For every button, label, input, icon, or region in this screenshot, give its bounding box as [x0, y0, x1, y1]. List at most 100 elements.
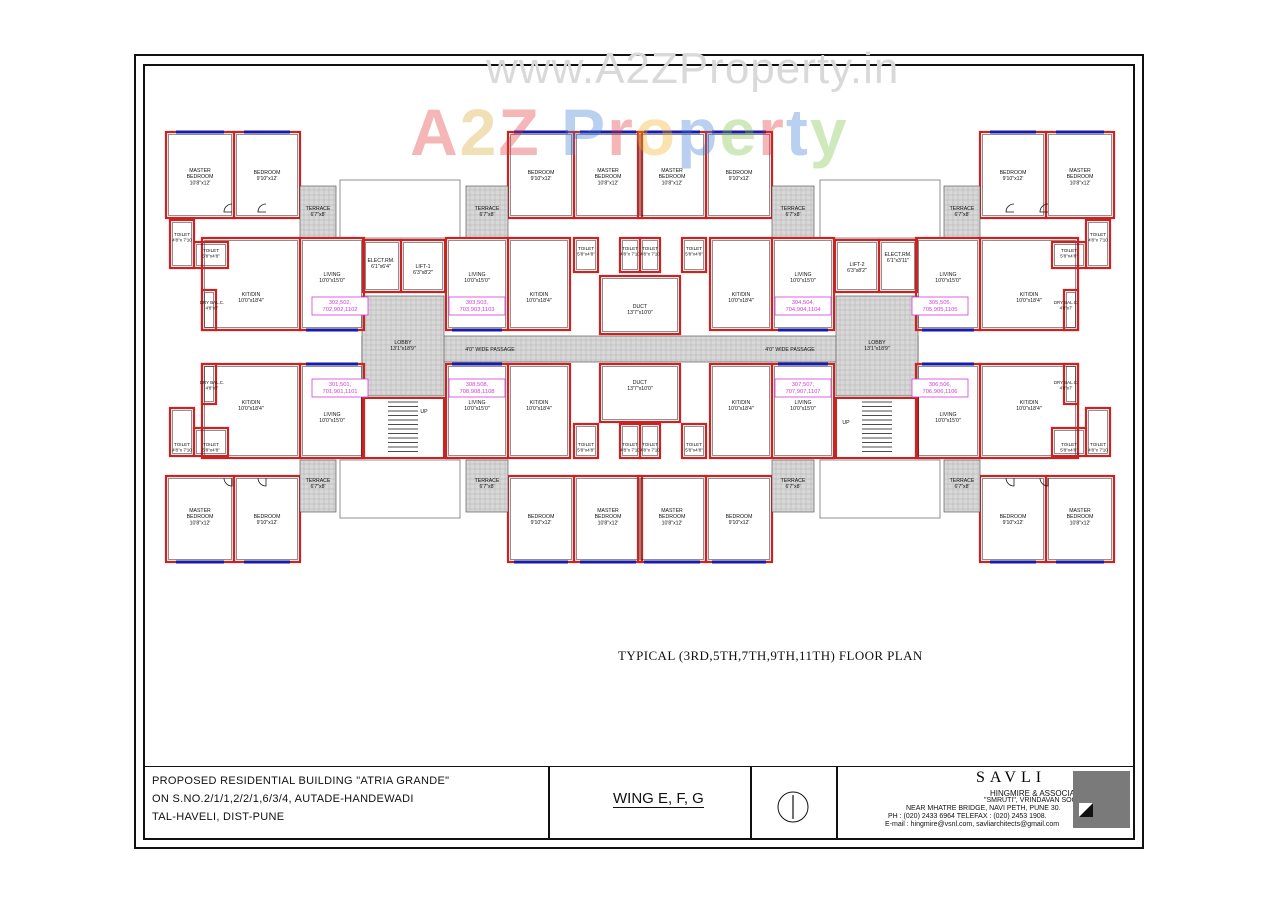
toilet: [168, 218, 196, 270]
room-inner-line: [510, 134, 572, 216]
room-inner-line: [448, 366, 506, 456]
project-line-1: PROPOSED RESIDENTIAL BUILDING "ATRIA GRA…: [152, 775, 450, 787]
unit-number-box: [311, 296, 369, 316]
door-swing: [257, 477, 267, 487]
room-inner-line: [448, 240, 506, 328]
watermark-logo: A2Z Property: [410, 95, 849, 169]
room-inner-line: [837, 242, 877, 290]
stair-right: [835, 397, 919, 459]
wing-box: [549, 766, 751, 840]
living-room: [914, 362, 982, 460]
room-inner-line: [881, 242, 915, 290]
room-inner-line: [302, 240, 362, 328]
open-well: [819, 179, 941, 239]
room-inner-line: [196, 244, 226, 266]
stair-left: [361, 397, 445, 459]
unit-number-box: [911, 378, 969, 398]
duct-lower: [598, 362, 682, 424]
stair-up-label-right: UP: [842, 420, 850, 426]
door-swing: [223, 203, 233, 213]
passage-label-right: 4'0" WIDE PASSAGE: [765, 347, 815, 353]
room-inner-line: [1054, 430, 1084, 454]
open-well: [339, 179, 461, 239]
room-inner-line: [684, 240, 704, 270]
unit-number: 304,504,704,904,1104: [785, 300, 821, 313]
kitchen-dining: [506, 362, 572, 460]
room-inner-line: [510, 366, 568, 456]
room-inner-line: [982, 366, 1076, 456]
central-passage: [361, 335, 919, 363]
room-inner-line: [1048, 134, 1112, 216]
room-inner-line: [236, 134, 298, 216]
unit-number-box: [311, 378, 369, 398]
room-inner-line: [172, 222, 192, 266]
room-inner-line: [642, 240, 658, 270]
room-inner-line: [365, 242, 399, 290]
unit-number-box: [448, 378, 506, 398]
room-inner-line: [982, 240, 1076, 328]
toilet: [192, 240, 230, 270]
room-inner-line: [1066, 292, 1076, 328]
toilet: [192, 426, 230, 458]
room-inner-line: [712, 240, 770, 328]
toilet: [1084, 218, 1112, 270]
door-swing: [257, 203, 267, 213]
unit-number: 303,503,703,903,1103: [459, 300, 494, 313]
terrace: [771, 459, 815, 513]
door-swing: [223, 477, 233, 487]
unit-number-box: [911, 296, 969, 316]
room-inner-line: [774, 240, 832, 328]
dry-balcony: [1062, 362, 1080, 406]
terrace: [465, 185, 509, 239]
kitchen-dining: [506, 236, 572, 332]
terrace: [771, 185, 815, 239]
room-inner-line: [204, 240, 298, 328]
unit-number: 306,506,706,906,1106: [922, 382, 957, 395]
door-swing: [1039, 203, 1049, 213]
room-inner-line: [1066, 366, 1076, 402]
room-inner-line: [204, 366, 298, 456]
room-inner-line: [236, 478, 298, 560]
toilet: [1050, 426, 1088, 458]
door-swing: [1005, 477, 1015, 487]
dry-balcony-label: DRY BAL.C.4'8"x7': [200, 380, 224, 390]
toilet: [1050, 240, 1088, 270]
room-inner-line: [204, 292, 214, 328]
room-inner-line: [982, 134, 1044, 216]
dry-balcony: [1062, 288, 1080, 332]
kitchen-dining: [708, 362, 774, 460]
room-inner-line: [640, 478, 704, 560]
door-swing: [1039, 477, 1049, 487]
unit-number: 301,501,701,901,1101: [322, 382, 357, 395]
terrace: [943, 459, 981, 513]
room-inner-line: [640, 134, 704, 216]
dry-balcony: [200, 288, 218, 332]
room-inner-line: [712, 366, 770, 456]
terrace: [299, 459, 337, 513]
